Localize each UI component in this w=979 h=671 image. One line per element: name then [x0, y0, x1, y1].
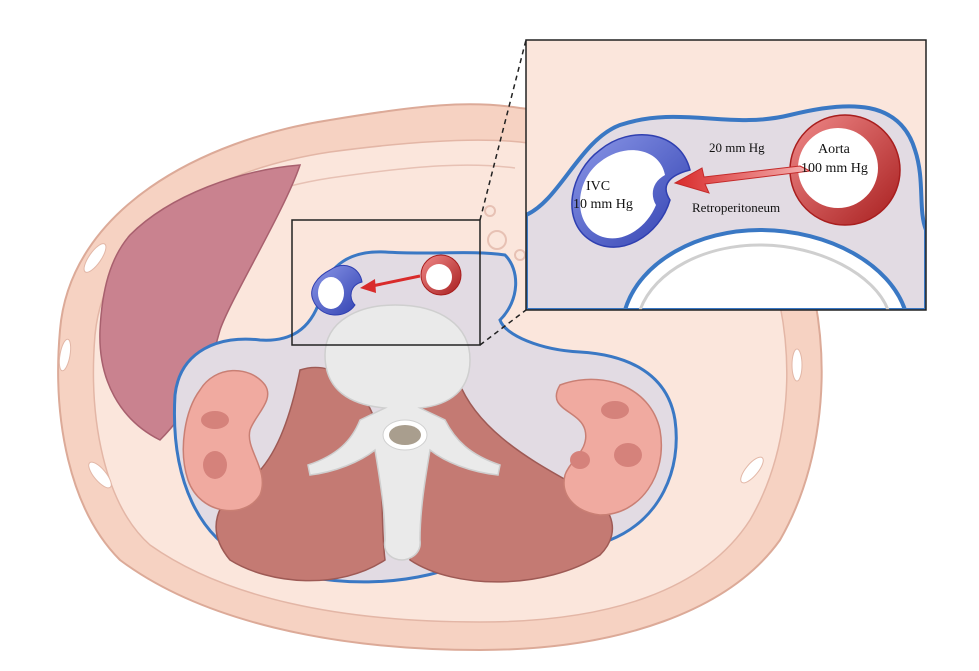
aorta-pressure: 100 mm Hg [801, 161, 868, 176]
pressure-arrow-small [360, 274, 421, 293]
bowel-loops [484, 205, 526, 261]
zoom-guide-bottom [479, 309, 527, 346]
ivc-pressure: 10 mm Hg [573, 197, 633, 212]
zoom-region-box [291, 219, 481, 346]
inset-vertebral-body [622, 227, 908, 310]
ivc-label: IVC [586, 179, 610, 194]
retroperitoneum-label: Retroperitoneum [692, 200, 780, 215]
aorta-label: Aorta [818, 142, 851, 157]
inset-aorta-lumen [798, 128, 878, 208]
kidney-left [182, 369, 269, 512]
inset-pressure-arrow [673, 165, 812, 194]
aorta-lumen-small [426, 264, 452, 290]
vertebra [307, 304, 501, 561]
inset-border [525, 39, 927, 311]
kidney-right [555, 378, 663, 516]
ivc-lumen-small [318, 277, 344, 309]
retro-pressure: 20 mm Hg [709, 140, 765, 155]
zoom-guide-top [479, 39, 527, 221]
inset-ivc-lumen [580, 150, 665, 239]
inset-panel: IVC 10 mm Hg Aorta 100 mm Hg 20 mm Hg Re… [525, 39, 927, 311]
inset-vertebral-body-edge [638, 243, 890, 310]
